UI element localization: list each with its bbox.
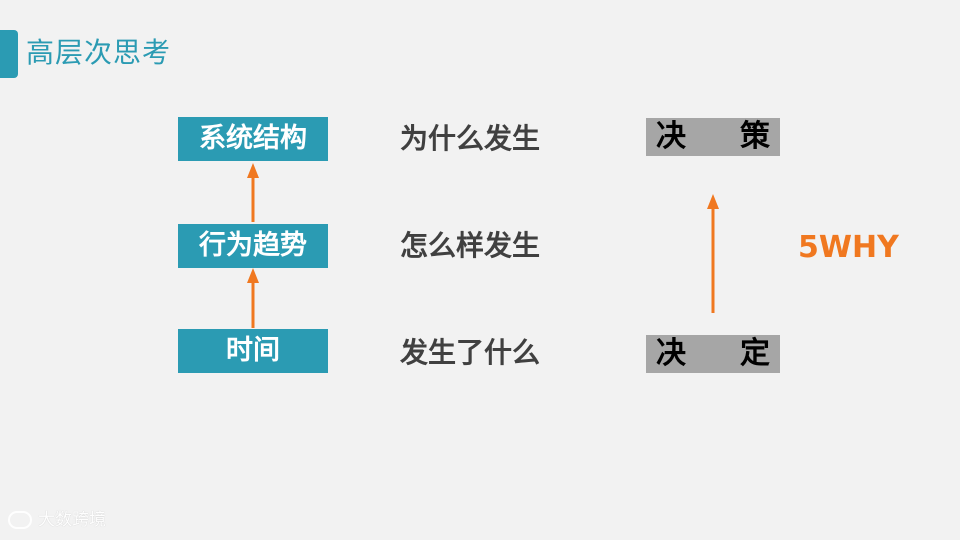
decision-box-bottom: 决 定 [646, 335, 780, 373]
level-box-behavior-trend: 行为趋势 [178, 224, 328, 268]
arrow-time-to-trend [247, 268, 259, 328]
decision-bottom-char-2: 定 [740, 336, 770, 371]
title-accent-bar [0, 30, 18, 78]
watermark-text: 大数跨境 [38, 510, 106, 530]
decision-bottom-char-1: 决 [656, 336, 686, 371]
decision-box-top: 决 策 [646, 118, 780, 156]
watermark-logo-icon [8, 511, 32, 529]
watermark: 大数跨境 [8, 508, 106, 532]
five-why-label: 5WHY [798, 230, 899, 265]
page-title: 高层次思考 [26, 36, 172, 69]
arrow-trend-to-structure [247, 163, 259, 222]
question-why: 为什么发生 [400, 122, 541, 155]
decision-top-char-2: 策 [740, 119, 770, 154]
question-how: 怎么样发生 [400, 229, 541, 262]
decision-top-char-1: 决 [656, 119, 686, 154]
question-what: 发生了什么 [400, 336, 541, 369]
level-box-time: 时间 [178, 329, 328, 373]
level-box-system-structure: 系统结构 [178, 117, 328, 161]
arrow-decision-up [707, 194, 719, 313]
